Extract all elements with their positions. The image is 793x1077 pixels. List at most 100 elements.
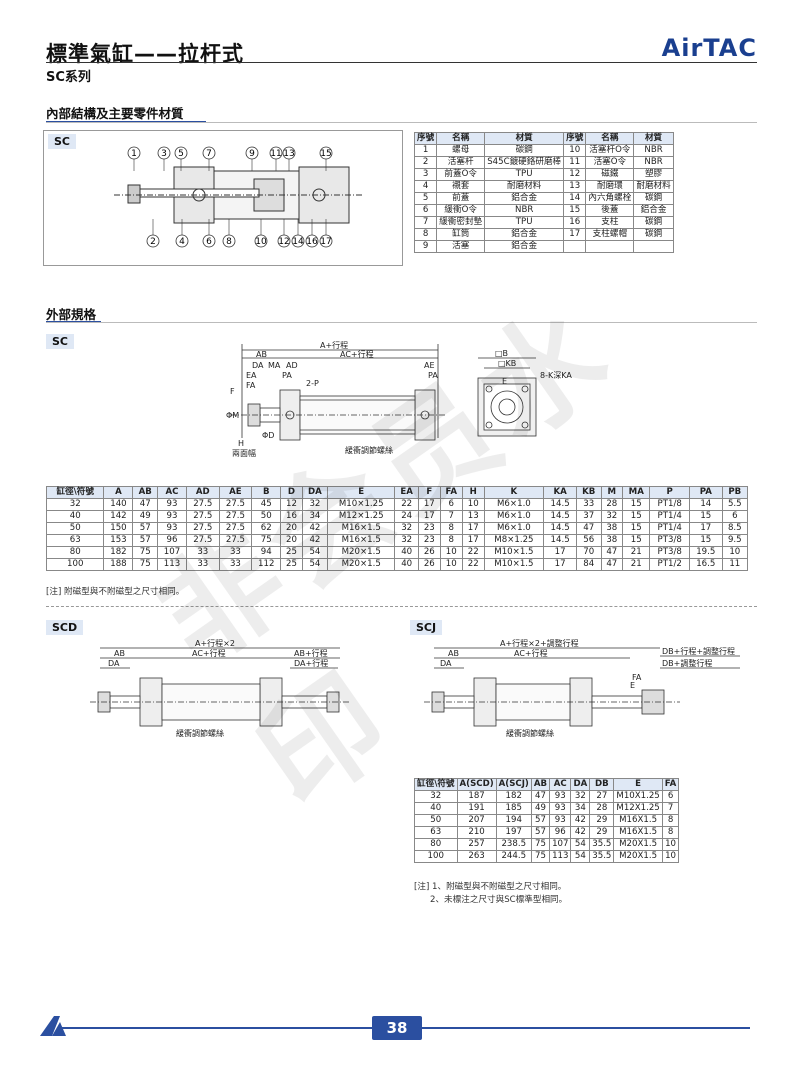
scd-scj-cell: 93 xyxy=(549,790,572,803)
scd-scj-cell: 35.5 xyxy=(589,838,615,851)
parts-cell: 磁鐵 xyxy=(585,168,635,181)
callout-number: 7 xyxy=(206,149,212,159)
svg-text:MA: MA xyxy=(268,361,281,370)
sc-cell: 54 xyxy=(301,558,329,571)
callout-number: 16 xyxy=(306,237,318,247)
sc-cell: 17 xyxy=(543,558,577,571)
sc-cell: 32 xyxy=(301,498,329,511)
sc-header-cell: AC xyxy=(157,486,187,499)
scd-scj-cell: 40 xyxy=(414,802,458,815)
sc-cell: M10×1.5 xyxy=(483,546,545,559)
callout-number: 10 xyxy=(255,237,267,247)
scd-scj-cell: 191 xyxy=(456,802,497,815)
parts-cell: TPU xyxy=(484,168,565,181)
parts-cell: 緩衝O令 xyxy=(436,204,486,217)
scd-scj-cell: 257 xyxy=(456,838,497,851)
callout-number: 5 xyxy=(178,149,184,159)
scd-scj-cell: M10X1.25 xyxy=(613,790,663,803)
scd-scj-header-cell: DA xyxy=(570,778,591,791)
svg-text:ΦM: ΦM xyxy=(226,411,239,420)
svg-text:DA: DA xyxy=(252,361,264,370)
scd-scj-cell: 63 xyxy=(414,826,458,839)
scd-scj-cell: 75 xyxy=(530,838,551,851)
scd-scj-cell: 93 xyxy=(549,814,572,827)
scd-scj-cell: 244.5 xyxy=(495,850,532,863)
sc-cell: 107 xyxy=(157,546,187,559)
scd-scj-header-cell: FA xyxy=(661,778,680,791)
parts-cell: 前蓋O令 xyxy=(436,168,486,181)
sc-cell: 47 xyxy=(132,498,159,511)
sc-header-cell: MA xyxy=(622,486,651,499)
parts-cell: 13 xyxy=(563,180,587,193)
svg-text:F: F xyxy=(230,387,235,396)
sc-header-cell: PB xyxy=(721,486,749,499)
scd-scj-cell: 57 xyxy=(530,826,551,839)
parts-cell: 耐磨材料 xyxy=(633,180,674,193)
scd-scj-cell: 54 xyxy=(570,838,591,851)
sc-cell: 32 xyxy=(45,498,105,511)
sc-cell: 150 xyxy=(103,522,134,535)
svg-text:AC+行程: AC+行程 xyxy=(514,648,548,658)
scd-scj-cell: M16X1.5 xyxy=(613,814,663,827)
scd-tag: SCD xyxy=(46,620,84,635)
sc-header-cell: AB xyxy=(132,486,159,499)
scd-scj-cell: 49 xyxy=(530,802,551,815)
scd-scj-cell: M16X1.5 xyxy=(613,826,663,839)
scd-scj-cell: 32 xyxy=(414,790,458,803)
scd-scj-cell: 57 xyxy=(530,814,551,827)
scd-scj-cell: 50 xyxy=(414,814,458,827)
parts-cell: 3 xyxy=(413,168,438,181)
scd-scj-cell: 47 xyxy=(530,790,551,803)
scj-tag: SCJ xyxy=(410,620,443,635)
parts-cell: 碳鋼 xyxy=(633,216,674,229)
parts-cell: 7 xyxy=(413,216,438,229)
svg-text:緩衝調節螺絲: 緩衝調節螺絲 xyxy=(506,728,554,738)
svg-text:緩衝調節螺絲: 緩衝調節螺絲 xyxy=(176,728,224,738)
parts-cell: 12 xyxy=(563,168,587,181)
scd-scj-cell: 238.5 xyxy=(495,838,532,851)
parts-cell: 4 xyxy=(413,180,438,193)
svg-text:AE: AE xyxy=(424,361,435,370)
parts-cell: NBR xyxy=(633,156,674,169)
sc-cell: 188 xyxy=(103,558,134,571)
sc-header-cell: EA xyxy=(394,486,420,499)
parts-cell: 塑膠 xyxy=(633,168,674,181)
sc-cell: 32 xyxy=(394,522,420,535)
scd-scj-cell: M20X1.5 xyxy=(613,850,663,863)
sc-cell: 62 xyxy=(251,522,282,535)
scd-scj-header-cell: AB xyxy=(530,778,551,791)
svg-text:E: E xyxy=(630,681,635,690)
parts-header-cell: 材質 xyxy=(633,132,674,145)
sc-header-cell: FA xyxy=(439,486,463,499)
scd-scj-cell: 107 xyxy=(549,838,572,851)
parts-cell: 5 xyxy=(413,192,438,205)
parts-cell: NBR xyxy=(633,144,674,157)
callout-number: 15 xyxy=(320,149,331,159)
svg-text:FA: FA xyxy=(246,381,256,390)
parts-cell: 14 xyxy=(563,192,587,205)
scd-scj-cell: 6 xyxy=(661,790,680,803)
scd-scj-header-cell: 缸徑\符號 xyxy=(414,778,458,791)
callout-circle xyxy=(174,146,188,160)
parts-cell: 活塞杆O令 xyxy=(585,144,635,157)
parts-header-cell: 序號 xyxy=(413,132,438,145)
sc-cell: 21 xyxy=(622,558,651,571)
parts-header-cell: 名稱 xyxy=(436,132,486,145)
section-internal-title: 內部結構及主要零件材質 xyxy=(46,106,184,121)
sc-external-drawing: A+行程 AB AC+行程 DA MA AD AE EA FA PA PA 2-… xyxy=(226,340,572,458)
sc-cell: 113 xyxy=(157,558,187,571)
sc-cell: 80 xyxy=(45,546,105,559)
svg-text:緩衝調節螺絲: 緩衝調節螺絲 xyxy=(345,445,393,455)
